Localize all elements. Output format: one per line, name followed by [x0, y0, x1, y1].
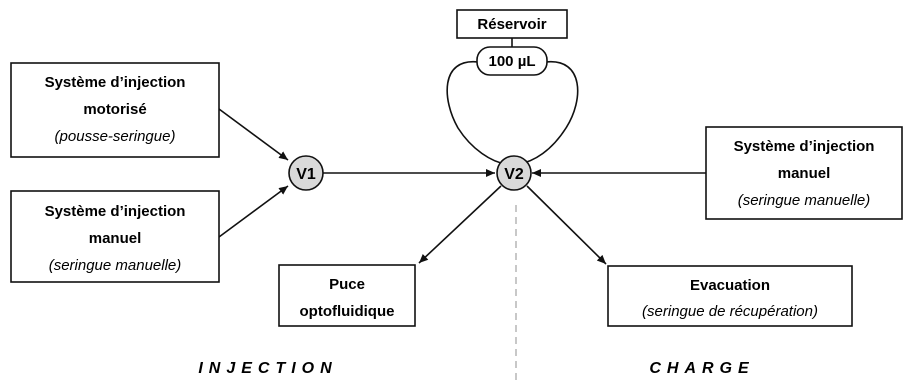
optofluidic-chip-title-line2: optofluidique: [300, 303, 395, 320]
manual-injection-right-subtitle: (seringue manuelle): [738, 192, 871, 209]
evacuation-box: Evacuation (seringue de récupération): [607, 265, 853, 327]
optofluidic-chip-title-line1: Puce: [329, 276, 365, 293]
v2-to-evacuation-arrow: [526, 185, 607, 265]
loop-volume-label: 100 µL: [489, 53, 536, 70]
manual-injection-left-title-line2: manuel: [89, 230, 142, 247]
manual-injection-right-title-line2: manuel: [778, 165, 831, 182]
manual-left-to-v1-arrow: [218, 185, 289, 238]
sample-loop-left: [446, 61, 507, 165]
reservoir-label: Réservoir: [477, 16, 546, 33]
evacuation-title: Evacuation: [690, 277, 770, 294]
injection-mode-label: INJECTION: [198, 360, 337, 377]
manual-injection-left-box: Système d’injection manuel (seringue man…: [10, 190, 220, 283]
manual-injection-right-box: Système d’injection manuel (seringue man…: [705, 126, 903, 220]
reservoir-box: Réservoir: [456, 9, 568, 39]
motorized-injection-title-line2: motorisé: [83, 101, 146, 118]
motorized-injection-subtitle: (pousse-seringue): [55, 128, 176, 145]
charge-mode-label: CHARGE: [649, 360, 754, 377]
evacuation-subtitle: (seringue de récupération): [642, 303, 818, 320]
motorized-to-v1-arrow: [218, 108, 289, 161]
valve-v1-label: V1: [296, 166, 316, 183]
manual-injection-left-subtitle: (seringue manuelle): [49, 257, 182, 274]
motorized-injection-box: Système d’injection motorisé (pousse-ser…: [10, 62, 220, 158]
motorized-injection-title-line1: Système d’injection: [45, 74, 186, 91]
valve-v2-label: V2: [504, 166, 524, 183]
valve-v2: V2: [496, 155, 532, 191]
sample-loop-right: [517, 61, 579, 165]
manual-injection-left-title-line1: Système d’injection: [45, 203, 186, 220]
valve-v1: V1: [288, 155, 324, 191]
loop-volume-box: 100 µL: [476, 46, 548, 76]
manual-injection-right-title-line1: Système d’injection: [734, 138, 875, 155]
optofluidic-chip-box: Puce optofluidique: [278, 264, 416, 327]
v2-to-chip-arrow: [418, 185, 502, 264]
